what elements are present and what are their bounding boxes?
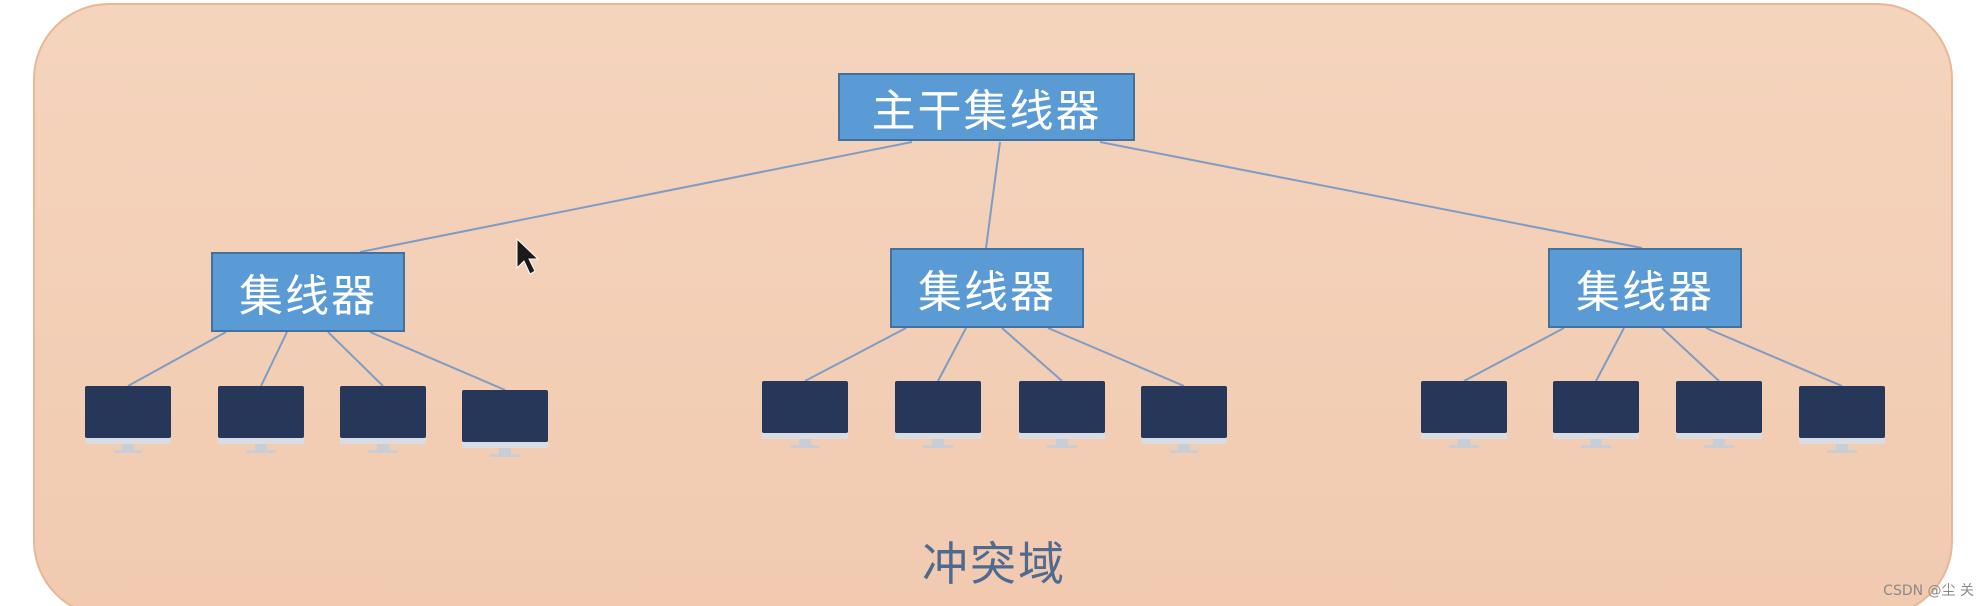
computer-icon <box>1141 386 1227 453</box>
hub-link <box>260 331 288 387</box>
trunk-link <box>1099 141 1643 249</box>
hub-label: 集线器 <box>918 267 1056 318</box>
computer-icon <box>1799 386 1885 453</box>
hub-link <box>327 331 384 387</box>
main-hub-box: 主干集线器 <box>838 73 1135 141</box>
computer-icon <box>1676 381 1762 448</box>
trunk-link <box>359 141 913 253</box>
computer-icon <box>1019 381 1105 448</box>
computer-icon <box>1421 381 1507 448</box>
computer-icon <box>340 386 426 453</box>
hub-link <box>1463 327 1565 382</box>
hub-box: 集线器 <box>211 252 405 332</box>
computer-icon <box>895 381 981 448</box>
computer-icon <box>218 386 304 453</box>
computer-group <box>85 381 1885 457</box>
hub-label: 集线器 <box>1576 267 1714 318</box>
hub-link <box>937 327 967 382</box>
hub-link <box>1705 327 1843 387</box>
hub-link <box>1595 327 1625 382</box>
mouse-cursor-icon <box>516 237 540 275</box>
collision-domain-caption: 冲突域 <box>922 537 1066 591</box>
hub-link <box>1661 327 1720 382</box>
main-hub-label: 主干集线器 <box>871 86 1102 137</box>
computer-icon <box>1553 381 1639 448</box>
hub-link <box>127 331 227 387</box>
hub-box: 集线器 <box>1548 248 1742 328</box>
computer-icon <box>85 386 171 453</box>
computer-icon <box>462 390 548 457</box>
hub-link <box>1047 327 1185 387</box>
hub-link <box>369 331 506 391</box>
computer-icon <box>762 381 848 448</box>
hub-box: 集线器 <box>890 248 1084 328</box>
network-links <box>127 141 1843 391</box>
hub-link <box>1001 327 1063 382</box>
hub-link <box>804 327 907 382</box>
hub-label: 集线器 <box>239 271 377 322</box>
trunk-link <box>985 141 1001 249</box>
watermark: CSDN @尘 关 <box>1883 583 1974 599</box>
